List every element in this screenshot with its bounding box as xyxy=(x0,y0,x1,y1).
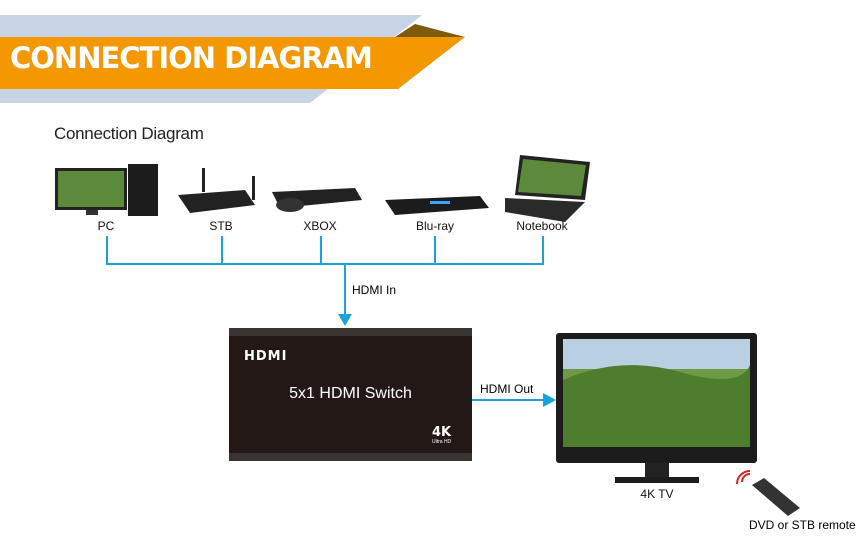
xbox-icon xyxy=(272,188,362,212)
switch-box: HDMI 4K Ultra HD xyxy=(229,328,472,461)
source-label-pc: PC xyxy=(97,219,115,233)
hdmi-out-label: HDMI Out xyxy=(480,382,534,396)
hdmi-out-arrow xyxy=(543,393,556,407)
pc-icon xyxy=(55,164,158,216)
diagram-subtitle: Connection Diagram xyxy=(54,124,204,143)
notebook-icon xyxy=(505,155,590,222)
remote-label: DVD or STB remote xyxy=(749,518,856,532)
bluray-icon xyxy=(385,196,489,215)
switch-label: 5x1 HDMI Switch xyxy=(289,385,412,402)
source-label-notebook: Notebook xyxy=(516,219,568,233)
ultra-hd-badge: Ultra HD xyxy=(432,439,452,445)
source-label-stb: STB xyxy=(209,219,233,233)
remote-icon xyxy=(736,470,800,516)
hdmi-in-arrow xyxy=(338,314,352,326)
banner-ribbon xyxy=(0,37,465,89)
tv-label: 4K TV xyxy=(640,487,674,501)
hdmi-logo: HDMI xyxy=(244,349,287,364)
stb-icon xyxy=(178,168,255,213)
source-label-xbox: XBOX xyxy=(303,219,337,233)
banner-fold xyxy=(395,24,465,37)
banner-title: CONNECTION DIAGRAM xyxy=(10,41,373,75)
source-label-bluray: Blu-ray xyxy=(415,219,455,233)
hdmi-in-label: HDMI In xyxy=(352,283,397,297)
hdmi-connection-lines xyxy=(106,236,545,401)
tv-icon xyxy=(556,333,757,483)
4k-badge: 4K xyxy=(432,425,452,440)
